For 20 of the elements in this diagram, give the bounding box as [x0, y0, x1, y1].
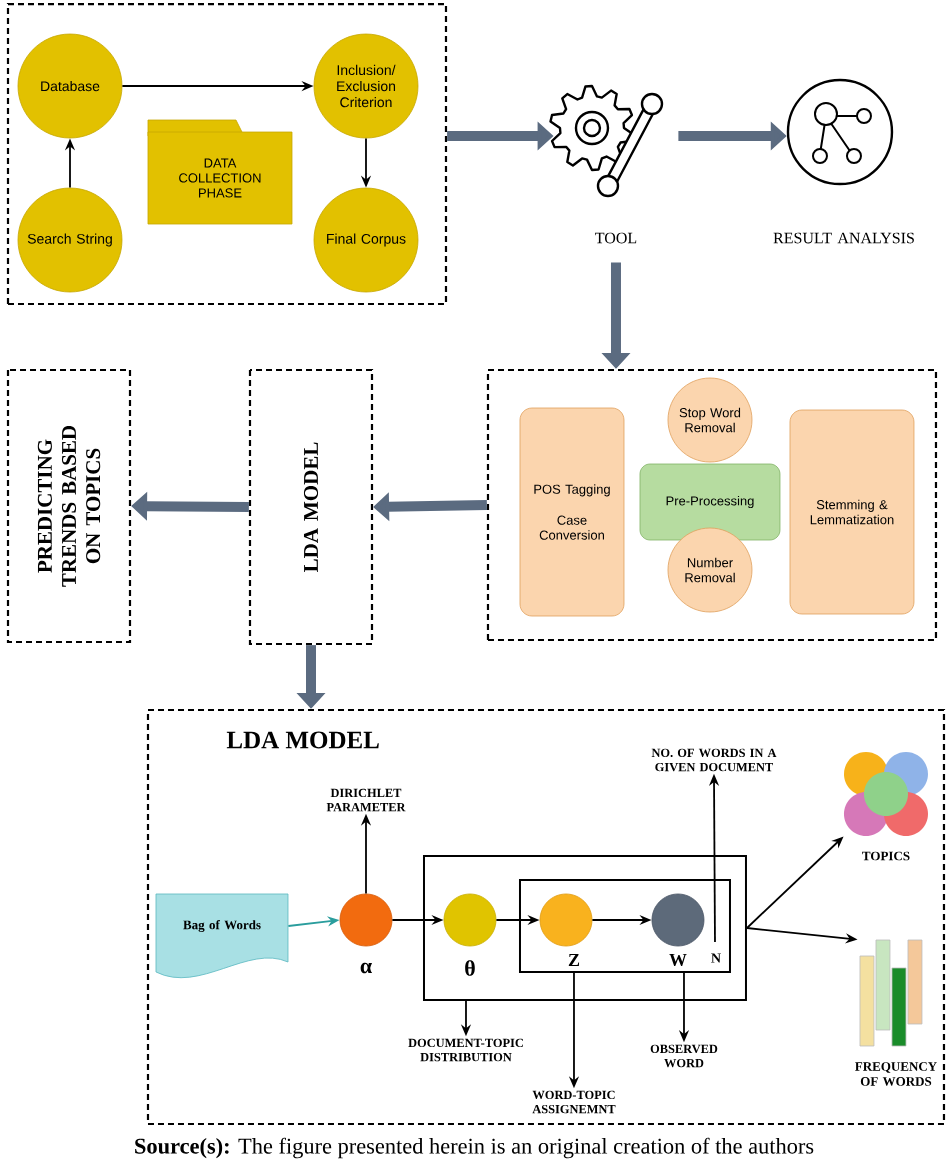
variable-circle — [539, 893, 593, 947]
gear-wrench-icon — [549, 84, 664, 198]
network-icon — [786, 78, 894, 186]
node-caption: TOOL — [595, 232, 637, 244]
variable-circle — [651, 893, 705, 947]
dashed-frame — [486, 368, 938, 642]
node-caption: θ — [465, 960, 475, 976]
dashed-frame — [6, 2, 448, 306]
plate-box — [423, 855, 747, 1001]
caption: Source(s): The figure presented herein is an original creation of the authors — [135, 1137, 814, 1159]
variable-circle — [443, 893, 497, 947]
variable-circle — [339, 893, 393, 947]
dashed-box: PREDICTING TRENDS BASED ON TOPICS — [6, 368, 132, 644]
node-caption: RESULT ANALYSIS — [773, 232, 914, 244]
node-caption: Z — [568, 954, 580, 966]
node-caption: W — [669, 953, 687, 967]
node-caption: α — [360, 962, 372, 974]
dashed-box: LDA MODEL — [248, 368, 374, 646]
bar-chart-icon — [859, 939, 923, 1047]
circles-icon — [844, 752, 928, 836]
